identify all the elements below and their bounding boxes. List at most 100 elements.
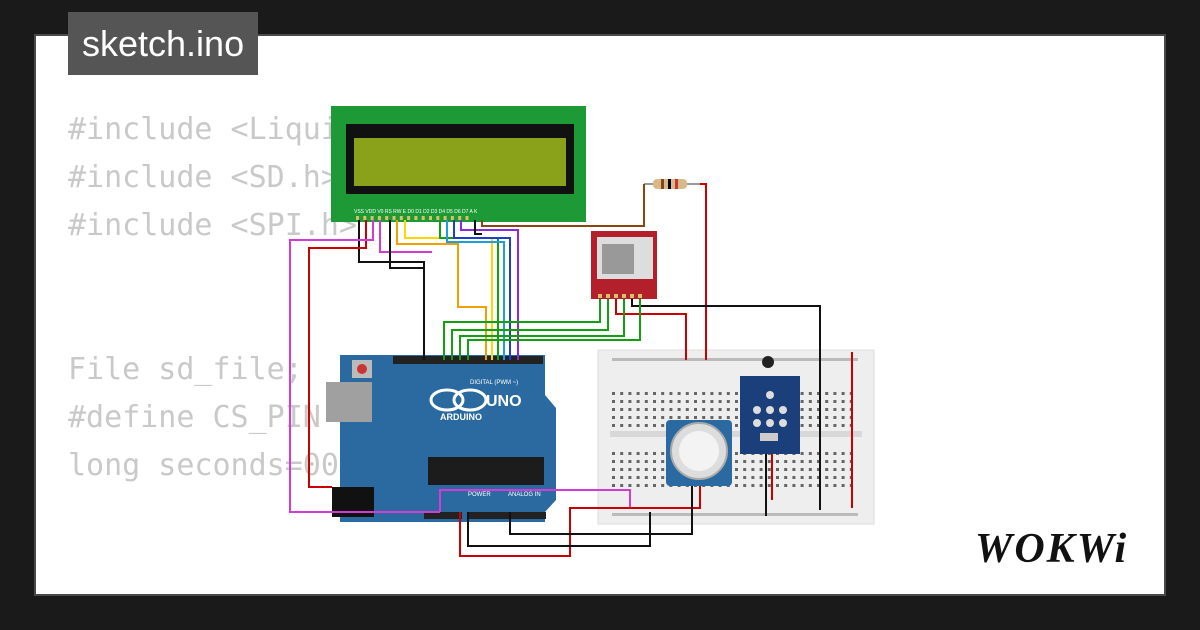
breadboard-hole bbox=[833, 416, 837, 419]
breadboard-hole bbox=[735, 476, 738, 479]
file-title: sketch.ino bbox=[68, 12, 259, 75]
resistor[interactable] bbox=[644, 179, 700, 189]
breadboard-hole bbox=[808, 468, 812, 471]
breadboard-hole bbox=[825, 460, 829, 463]
breadboard-hole bbox=[620, 400, 624, 403]
power-label: POWER bbox=[468, 492, 491, 498]
breadboard-hole bbox=[612, 484, 615, 487]
breadboard-hole bbox=[612, 468, 615, 471]
breadboard-hole bbox=[817, 400, 820, 403]
breadboard-hole bbox=[800, 460, 804, 463]
breadboard-hole bbox=[767, 468, 771, 471]
breadboard-hole bbox=[661, 452, 665, 455]
lcd-pin bbox=[363, 216, 367, 220]
potentiometer[interactable] bbox=[666, 420, 732, 486]
breadboard-hole bbox=[825, 392, 829, 395]
breadboard-hole bbox=[653, 416, 656, 419]
breadboard-hole bbox=[685, 416, 689, 419]
breadboard-hole bbox=[825, 452, 829, 455]
breadboard-hole bbox=[800, 392, 804, 395]
breadboard-hole bbox=[612, 400, 615, 403]
breadboard-hole bbox=[677, 416, 681, 419]
breadboard-hole bbox=[808, 400, 812, 403]
breadboard-hole bbox=[808, 424, 812, 427]
breadboard-hole bbox=[841, 484, 845, 487]
breadboard-hole bbox=[677, 408, 681, 411]
breadboard-hole bbox=[628, 408, 632, 411]
breadboard-hole bbox=[817, 468, 820, 471]
breadboard-hole bbox=[817, 408, 820, 411]
breadboard-hole bbox=[817, 460, 820, 463]
breadboard-hole bbox=[735, 408, 738, 411]
breadboard-hole bbox=[661, 484, 665, 487]
breadboard-hole bbox=[833, 460, 837, 463]
code-line: long seconds=00; bbox=[68, 448, 357, 483]
breadboard-hole bbox=[694, 416, 697, 419]
sd-pin bbox=[630, 294, 634, 298]
code-line: #include <SD.h> bbox=[68, 160, 339, 195]
lcd-pin bbox=[465, 216, 469, 220]
breadboard-hole bbox=[685, 400, 689, 403]
breadboard-hole bbox=[685, 408, 689, 411]
breadboard-hole bbox=[767, 476, 771, 479]
breadboard-hole bbox=[644, 392, 648, 395]
breadboard-hole bbox=[628, 460, 632, 463]
breadboard-hole bbox=[636, 460, 640, 463]
breadboard-hole bbox=[735, 468, 738, 471]
breadboard[interactable] bbox=[597, 349, 875, 525]
breadboard-hole bbox=[612, 452, 615, 455]
breadboard-hole bbox=[841, 400, 845, 403]
breadboard-hole bbox=[653, 424, 656, 427]
sd-pin bbox=[598, 294, 602, 298]
breadboard-hole bbox=[743, 468, 747, 471]
breadboard-hole bbox=[735, 484, 738, 487]
sd-pin bbox=[614, 294, 618, 298]
breadboard-hole bbox=[718, 416, 722, 419]
lcd-pin bbox=[443, 216, 447, 220]
arduino-logo: UNO bbox=[486, 393, 522, 410]
lcd-pin bbox=[414, 216, 418, 220]
breadboard-hole bbox=[808, 408, 812, 411]
lcd-pin bbox=[429, 216, 432, 220]
breadboard-hole bbox=[677, 392, 681, 395]
breadboard-hole bbox=[694, 392, 697, 395]
breadboard-hole bbox=[833, 400, 837, 403]
breadboard-hole bbox=[833, 468, 837, 471]
breadboard-hole bbox=[825, 484, 829, 487]
breadboard-hole bbox=[644, 408, 648, 411]
breadboard-hole bbox=[669, 408, 673, 411]
sd-pin bbox=[606, 294, 610, 298]
breadboard-hole bbox=[800, 484, 804, 487]
breadboard-hole bbox=[792, 468, 796, 471]
breadboard-hole bbox=[612, 424, 615, 427]
breadboard-hole bbox=[817, 484, 820, 487]
breadboard-hole bbox=[792, 460, 796, 463]
breadboard-hole bbox=[661, 408, 665, 411]
breadboard-hole bbox=[653, 392, 656, 395]
breadboard-hole bbox=[817, 452, 820, 455]
breadboard-hole bbox=[661, 416, 665, 419]
sd-card-module[interactable] bbox=[591, 231, 657, 299]
breadboard-hole bbox=[644, 424, 648, 427]
breadboard-hole bbox=[710, 416, 714, 419]
code-line: #define CS_PIN 10 bbox=[68, 400, 376, 435]
breadboard-hole bbox=[718, 408, 722, 411]
lcd-module[interactable]: VSS VDD V0 RS RW E D0 D1 D2 D3 D4 D5 D6 … bbox=[331, 106, 586, 222]
sensor-module[interactable] bbox=[740, 356, 800, 454]
breadboard-hole bbox=[718, 400, 722, 403]
breadboard-hole bbox=[841, 408, 845, 411]
breadboard-hole bbox=[694, 408, 697, 411]
code-line: LiquidCrystal lcd(7, 8, 9, 4, 3, 2); bbox=[68, 586, 718, 594]
breadboard-hole bbox=[751, 460, 755, 463]
breadboard-hole bbox=[751, 476, 755, 479]
breadboard-hole bbox=[694, 400, 697, 403]
breadboard-hole bbox=[792, 476, 796, 479]
breadboard-hole bbox=[784, 484, 788, 487]
breadboard-hole bbox=[825, 400, 829, 403]
breadboard-hole bbox=[808, 476, 812, 479]
breadboard-hole bbox=[612, 408, 615, 411]
breadboard-hole bbox=[710, 408, 714, 411]
breadboard-hole bbox=[841, 452, 845, 455]
breadboard-hole bbox=[800, 468, 804, 471]
